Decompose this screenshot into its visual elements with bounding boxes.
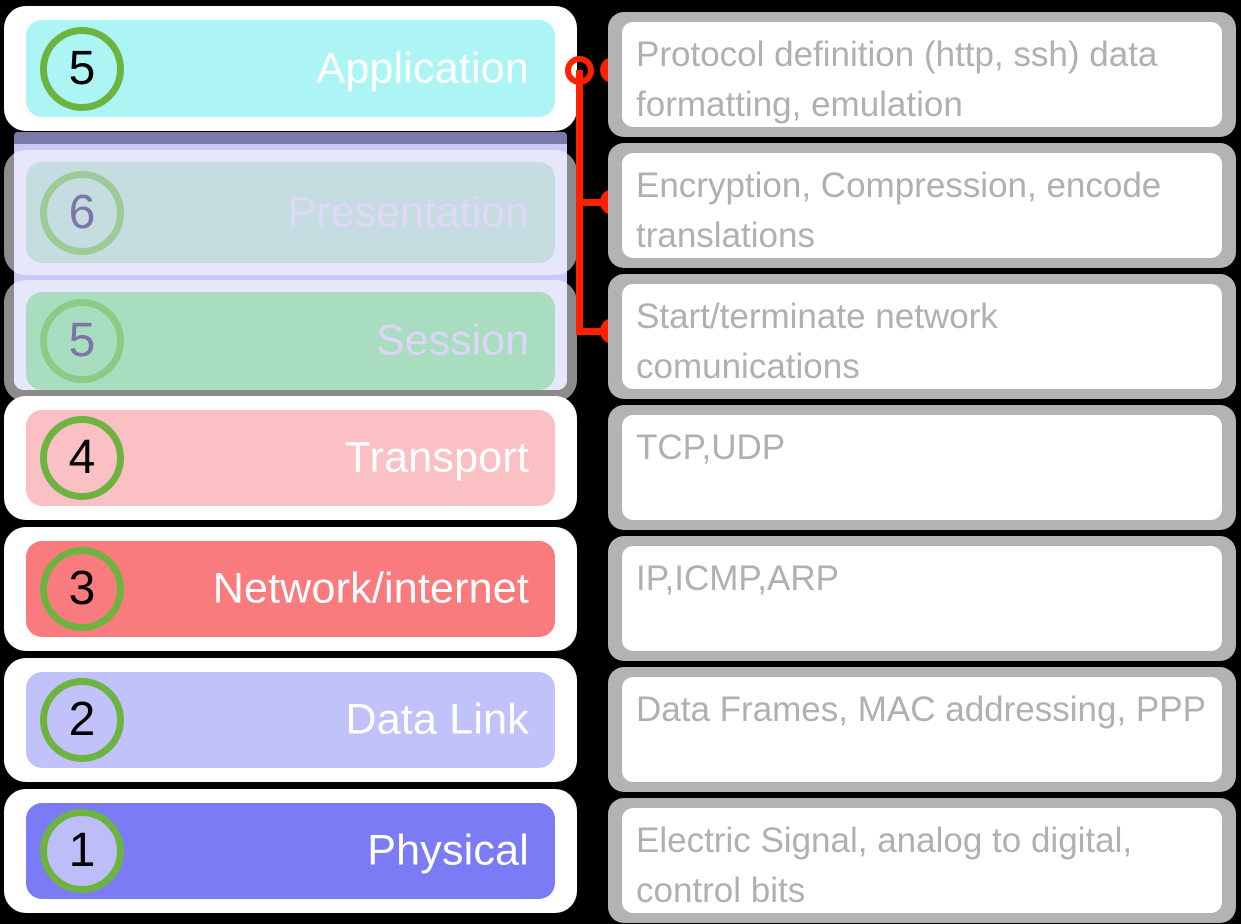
layer-number-data-link: 2 (40, 678, 124, 762)
layer-label-data-link: Data Link (345, 695, 529, 744)
layer-label-presentation: Presentation (287, 188, 529, 236)
layer-number-network: 3 (40, 547, 124, 631)
layer-band-data-link: 2 Data Link (26, 672, 555, 768)
connector-stub-presentation (576, 199, 610, 206)
layer-row-data-link[interactable]: 2 Data Link (4, 658, 577, 782)
layer-label-session: Session (376, 316, 529, 365)
description-card-data-link[interactable]: Data Frames, MAC addressing, PPP (608, 667, 1236, 792)
layer-label-physical: Physical (367, 826, 529, 875)
layer-number-presentation: 6 (40, 170, 124, 255)
layer-band-network: 3 Network/internet (26, 541, 555, 637)
layer-row-transport[interactable]: 4 Transport (4, 396, 577, 520)
description-card-presentation[interactable]: Encryption, Compression, encode translat… (608, 143, 1236, 268)
layer-label-application: Application (316, 44, 529, 92)
description-text-session: Start/terminate network comunications (622, 284, 1222, 389)
layer-number-application: 5 (40, 26, 124, 111)
description-text-physical: Electric Signal, analog to digital, cont… (622, 808, 1222, 913)
layer-row-presentation[interactable]: 6 Presentation (4, 150, 577, 275)
osi-layer-stack: 5 Application 6 Presentation 5 Session 4… (0, 0, 585, 924)
layer-band-presentation: 6 Presentation (26, 162, 555, 263)
layer-row-network[interactable]: 3 Network/internet (4, 527, 577, 651)
layer-band-session: 5 Session (26, 292, 555, 390)
layer-label-network: Network/internet (212, 564, 529, 613)
layer-label-transport: Transport (344, 433, 529, 482)
connector-open-circle-icon[interactable] (565, 56, 594, 85)
description-text-network: IP,ICMP,ARP (622, 546, 1222, 651)
layer-row-application[interactable]: 5 Application (4, 6, 577, 131)
layer-number-session: 5 (40, 299, 124, 383)
description-card-session[interactable]: Start/terminate network comunications (608, 274, 1236, 399)
description-text-transport: TCP,UDP (622, 415, 1222, 520)
description-card-application[interactable]: Protocol definition (http, ssh) data for… (608, 12, 1236, 137)
description-text-presentation: Encryption, Compression, encode translat… (622, 153, 1222, 258)
description-text-data-link: Data Frames, MAC addressing, PPP (622, 677, 1222, 782)
layer-group-top-bar (14, 132, 567, 144)
layer-band-physical: 1 Physical (26, 803, 555, 899)
description-card-transport[interactable]: TCP,UDP (608, 405, 1236, 530)
layer-row-session[interactable]: 5 Session (4, 280, 577, 402)
layer-band-application: 5 Application (26, 20, 555, 117)
connector-stub-session (576, 328, 610, 335)
description-text-application: Protocol definition (http, ssh) data for… (622, 22, 1222, 127)
layer-row-physical[interactable]: 1 Physical (4, 789, 577, 913)
description-column: Protocol definition (http, ssh) data for… (608, 6, 1236, 923)
layer-number-transport: 4 (40, 416, 124, 500)
layer-number-physical: 1 (40, 809, 124, 893)
layer-band-transport: 4 Transport (26, 410, 555, 506)
description-card-physical[interactable]: Electric Signal, analog to digital, cont… (608, 798, 1236, 923)
description-card-network[interactable]: IP,ICMP,ARP (608, 536, 1236, 661)
